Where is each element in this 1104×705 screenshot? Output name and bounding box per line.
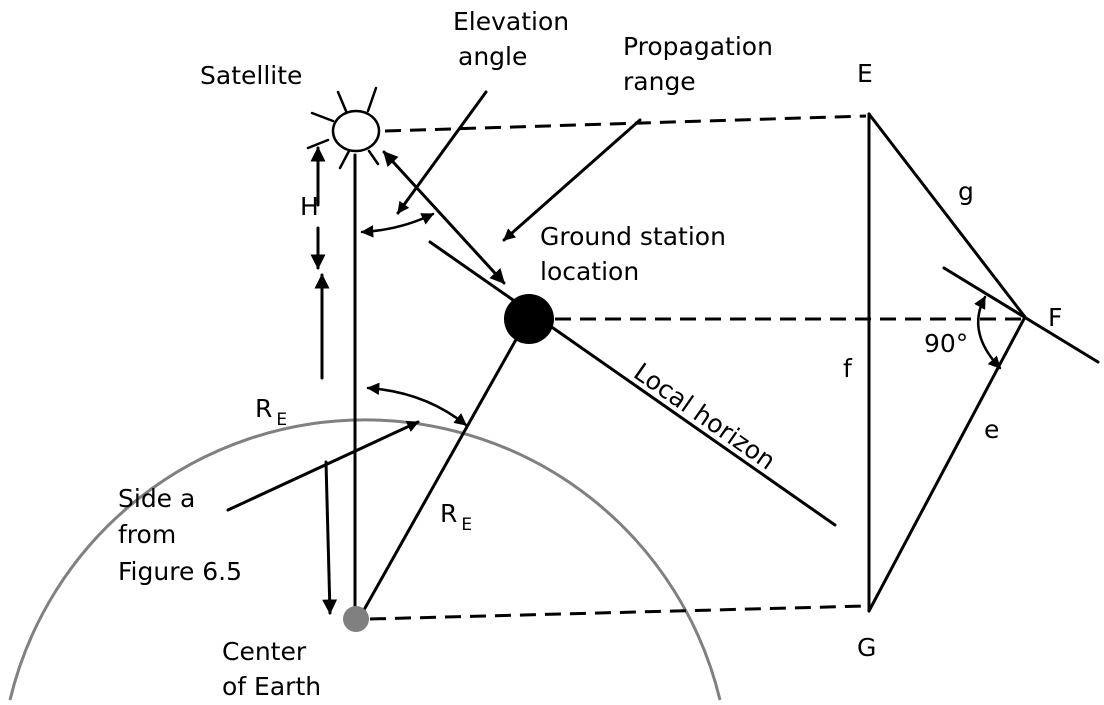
side-a-label-line1: Side a [118, 484, 195, 513]
center-of-earth-label-line2: of Earth [222, 672, 321, 701]
ground-station-radius-line [358, 318, 529, 619]
side-a-pointer-arrow [226, 420, 420, 512]
propagation-range-label-line2: range [623, 67, 696, 96]
triangle-side-f-label: f [843, 354, 853, 383]
triangle-side-e [867, 315, 1027, 613]
center-of-earth-label-line1: Center [222, 637, 307, 666]
center-of-earth-point [343, 606, 369, 632]
ground-station-point [504, 294, 554, 344]
local-horizon-label: Local horizon [629, 357, 781, 475]
triangle-side-e-label: e [984, 415, 999, 444]
propagation-pointer-arrow [502, 118, 642, 242]
right-angle-arc [974, 295, 1002, 370]
elevation-angle-arc [360, 212, 435, 238]
height-label: H [300, 192, 319, 221]
side-a-label-line3: Figure 6.5 [118, 557, 242, 586]
satellite-icon [306, 86, 381, 170]
radius-arrow-lower [322, 460, 338, 615]
propagation-range-label-line1: Propagation [623, 32, 773, 61]
triangle-vertex-G: G [857, 633, 876, 662]
central-angle-arc [366, 382, 468, 427]
triangle-side-g [867, 112, 1027, 319]
elevation-pointer-arrow [396, 90, 488, 215]
dashed-line-center-to-G [369, 604, 867, 621]
dashed-line-satellite-to-E [384, 114, 867, 133]
triangle-vertex-F: F [1048, 303, 1062, 332]
ground-station-label-line2: location [540, 257, 639, 286]
triangle-vertex-E: E [857, 59, 873, 88]
satellite-label: Satellite [200, 61, 302, 90]
elevation-angle-label-line1: Elevation [453, 7, 569, 36]
right-angle-label: 90° [924, 329, 968, 358]
local-horizon-line [428, 240, 837, 527]
elevation-angle-label-line2: angle [458, 42, 527, 71]
triangle-tangent-line [942, 266, 1100, 364]
propagation-range-arrow [382, 150, 506, 285]
side-a-label-line2: from [118, 520, 176, 549]
ground-station-label-line1: Ground station [540, 222, 726, 251]
triangle-side-g-label: g [958, 177, 974, 206]
earth-outline [8, 418, 722, 701]
